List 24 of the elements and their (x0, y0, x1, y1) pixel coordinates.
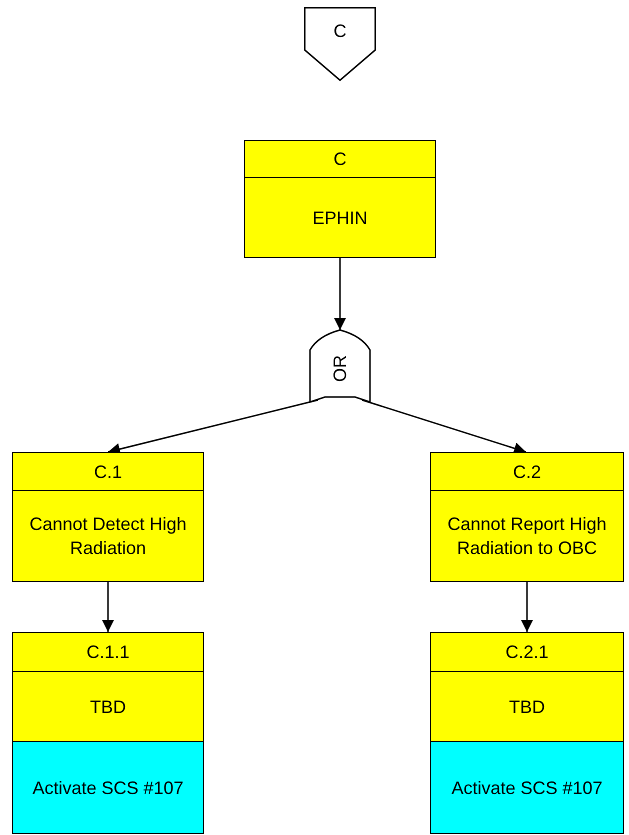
event-id: C.2 (512, 460, 541, 484)
event-box (430, 452, 624, 582)
arrow (362, 399, 526, 454)
action-panel: Activate SCS #107 (13, 741, 203, 833)
transfer-label: C (332, 21, 348, 42)
event-box (244, 140, 436, 258)
arrow (102, 582, 114, 632)
event-id: C.1 (94, 460, 122, 484)
event-description: EPHIN (312, 206, 368, 230)
event-box (12, 452, 204, 582)
event-description: TBD (509, 696, 545, 718)
action-panel: Activate SCS #107 (431, 741, 623, 833)
event-id: C.1.1 (86, 641, 130, 664)
arrow (334, 258, 346, 330)
event-box (12, 632, 204, 834)
gate-label: OR (329, 354, 350, 384)
event-description: Cannot Detect High Radiation (28, 513, 188, 560)
event-description: Cannot Report High Radiation to OBC (446, 513, 608, 560)
event-id: C (334, 148, 346, 172)
arrow (521, 582, 533, 632)
event-description: TBD (90, 696, 126, 718)
arrow (108, 399, 318, 455)
event-box (430, 632, 624, 834)
event-id: C.2.1 (505, 641, 549, 664)
